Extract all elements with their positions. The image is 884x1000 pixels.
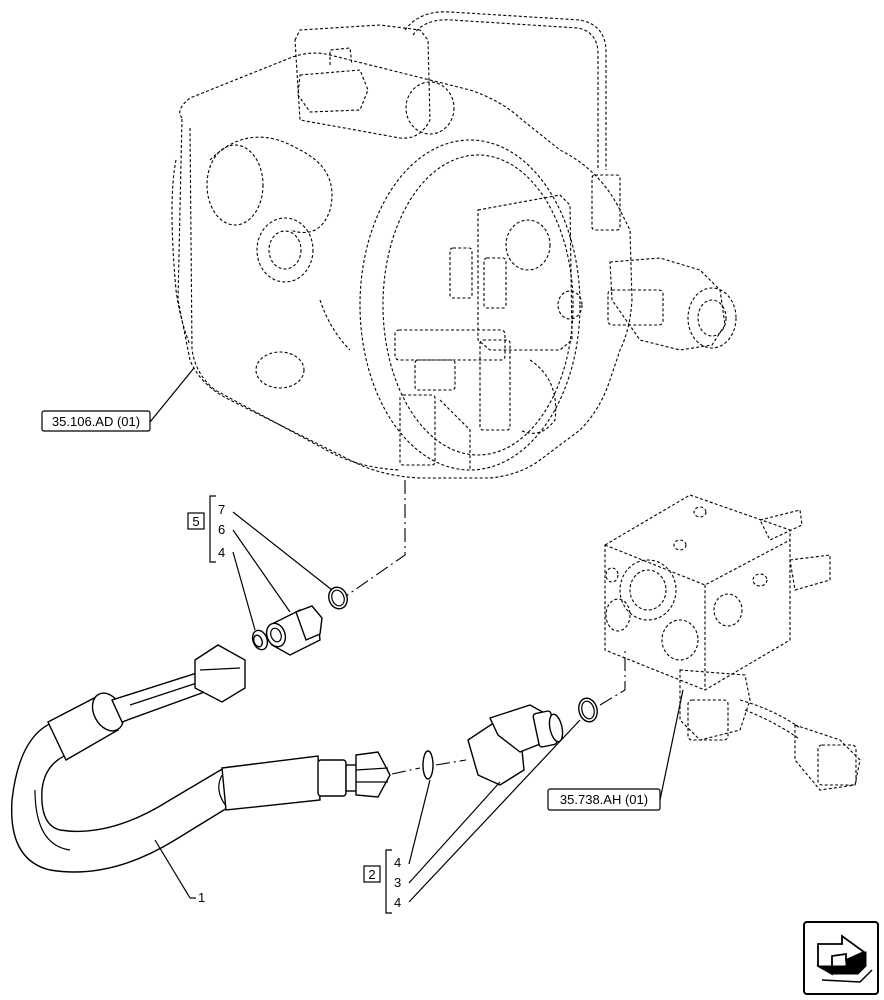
hydraulic-hose — [10, 644, 391, 873]
group-bracket-lower — [363, 849, 392, 914]
hose-callout-number: 1 — [198, 890, 205, 905]
group-upper-labels: 5 7 6 4 — [192, 502, 225, 560]
group-bracket-upper — [187, 495, 216, 563]
group-lower-labels: 2 4 3 4 — [368, 855, 401, 910]
reference-label-pump[interactable]: 35.106.AD (01) — [52, 414, 140, 429]
group-lower-item-3: 4 — [394, 895, 401, 910]
group-lower-item-1: 4 — [394, 855, 401, 870]
group-upper-box-number: 5 — [192, 514, 199, 529]
reference-box-valve[interactable]: 35.738.AH (01) — [547, 788, 661, 811]
reference-box-pump[interactable]: 35.106.AD (01) — [41, 410, 151, 432]
group-upper-item-3: 4 — [218, 545, 225, 560]
group-lower-box-number: 2 — [368, 867, 375, 882]
control-valve-block — [604, 494, 861, 791]
group-upper-item-1: 7 — [218, 502, 225, 517]
lower-elbow-fitting — [422, 697, 598, 786]
group-upper-item-2: 6 — [218, 522, 225, 537]
next-page-arrow-icon[interactable] — [803, 921, 879, 995]
assembly-centerlines — [345, 480, 626, 775]
hydraulic-pump-assembly — [171, 11, 737, 479]
leader-lines — [149, 367, 684, 903]
reference-label-valve[interactable]: 35.738.AH (01) — [560, 792, 648, 807]
upper-adapter-fitting — [251, 586, 348, 656]
group-lower-item-2: 3 — [394, 875, 401, 890]
